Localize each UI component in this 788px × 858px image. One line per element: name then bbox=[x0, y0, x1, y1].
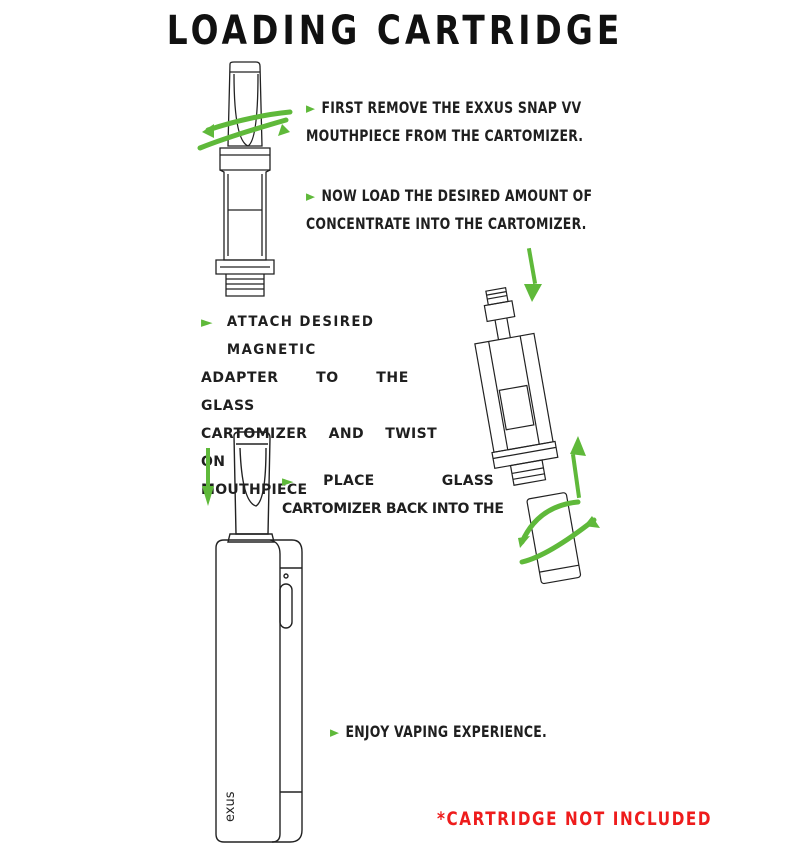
rotation-arrow-icon bbox=[197, 109, 293, 151]
glass-cartomizer-illustration bbox=[474, 247, 600, 585]
step-3-line-2: ADAPTER TO THE GLASS bbox=[201, 370, 409, 414]
step-2-line-2: CONCENTRATE INTO THE CARTOMIZER. bbox=[306, 214, 587, 233]
vaporizer-battery-illustration: exus bbox=[202, 431, 303, 843]
step-5-line-1: ENJOY VAPING EXPERIENCE. bbox=[345, 722, 548, 741]
step-1-text: ► FIRST REMOVE THE EXXUS SNAP VV MOUTHPIE… bbox=[306, 94, 661, 150]
cartridge-not-included-note: *CARTRIDGE NOT INCLUDED bbox=[437, 808, 713, 830]
bullet-arrow-icon: ► bbox=[306, 99, 316, 117]
step-3-line-4: MOUTHPIECE bbox=[201, 482, 308, 498]
step-5-text: ► ENJOY VAPING EXPERIENCE. bbox=[330, 718, 608, 746]
page-title: LOADING CARTRIDGE bbox=[166, 8, 624, 54]
brand-logo: exus bbox=[223, 791, 238, 822]
step-4-line-1: PLACE GLASS bbox=[323, 473, 494, 489]
bullet-arrow-icon: ► bbox=[306, 187, 316, 205]
step-4-text: ► PLACE GLASS CARTOMIZER BACK INTO THE bbox=[282, 467, 504, 523]
bullet-arrow-icon: ► bbox=[330, 723, 340, 741]
bullet-arrow-icon: ► bbox=[282, 472, 294, 490]
insert-arrow-icon bbox=[202, 448, 214, 506]
step-2-text: ► NOW LOAD THE DESIRED AMOUNT OF CONCENTR… bbox=[306, 182, 673, 238]
step-3-line-1: ATTACH DESIRED MAGNETIC bbox=[226, 314, 375, 358]
step-2-line-1: NOW LOAD THE DESIRED AMOUNT OF bbox=[321, 186, 593, 205]
step-4-line-2: CARTOMIZER BACK INTO THE bbox=[282, 501, 504, 517]
step-1-line-1: FIRST REMOVE THE EXXUS SNAP VV bbox=[321, 98, 582, 117]
step-1-line-2: MOUTHPIECE FROM THE CARTOMIZER. bbox=[306, 126, 584, 145]
bullet-arrow-icon: ► bbox=[201, 313, 213, 331]
step-3-text: ► ATTACH DESIRED MAGNETIC ADAPTER TO THE … bbox=[201, 308, 457, 504]
cartridge-with-mouthpiece-illustration bbox=[197, 61, 293, 297]
